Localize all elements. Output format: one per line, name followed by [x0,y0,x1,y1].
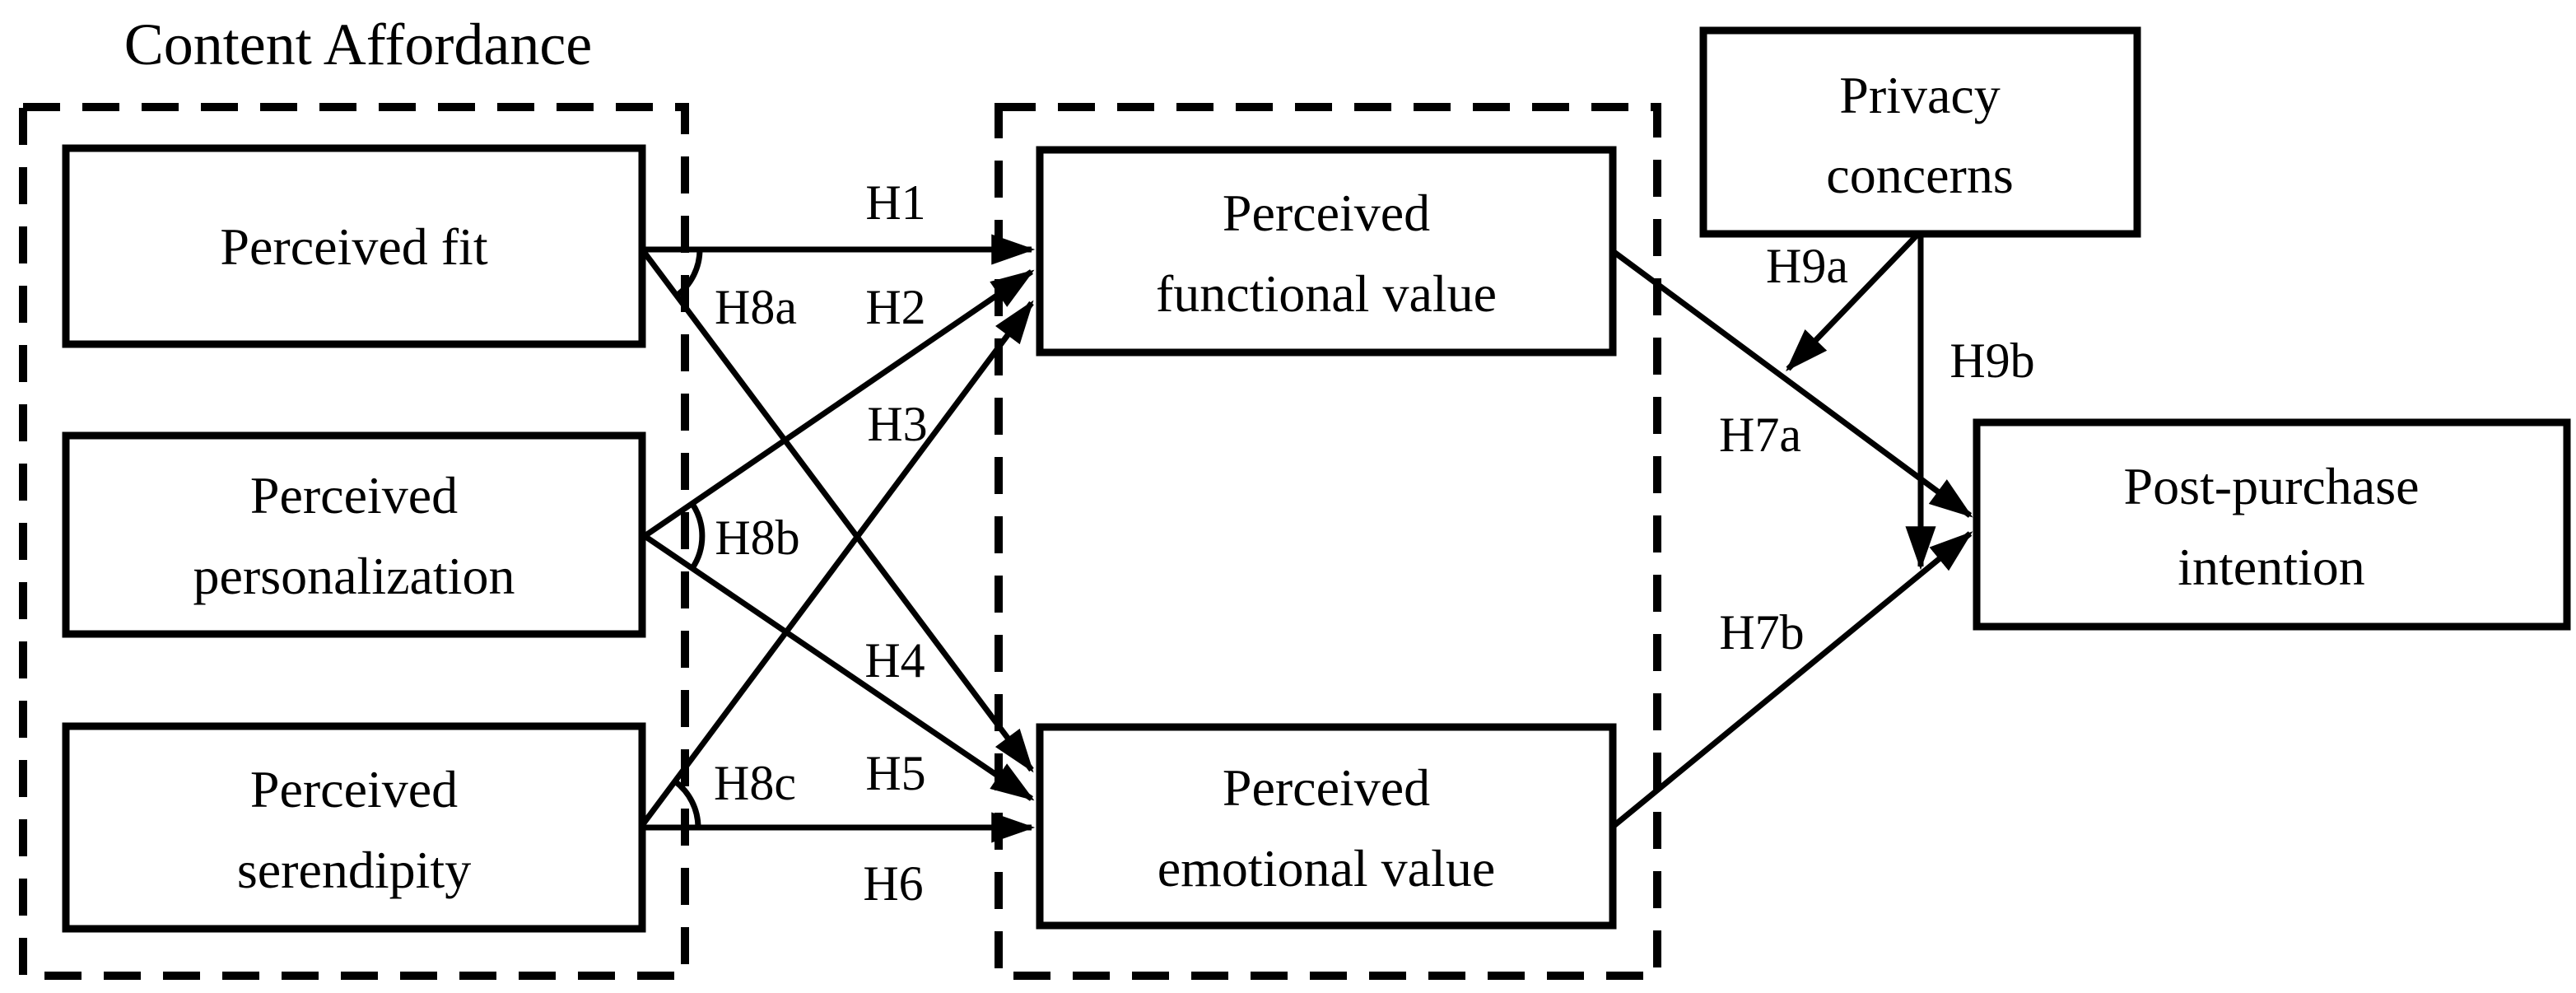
h8a-label: H8a [715,280,797,334]
perceived-functional-value-label-line1: Perceived [1223,184,1430,242]
perceived-personalization-label-line2: personalization [193,547,515,605]
perceived-functional-value-box [1036,146,1617,357]
h8b-label: H8b [715,510,799,565]
h2-arrow [643,269,1035,538]
h5-arrow [643,534,1035,801]
h3-arrow [638,300,1034,830]
h4-arrow [640,247,1034,773]
perceived-value-group-box [995,103,1661,980]
perceived-personalization-box [62,431,646,638]
h7b-arrow [1610,531,1973,829]
privacy-concerns-box [1699,26,2141,238]
h9a-label: H9a [1766,239,1848,293]
h8c-label: H8c [714,756,796,810]
privacy-concerns-label-line1: Privacy [1839,66,2001,124]
h8a-arc [674,249,703,298]
h9a-arrow [1786,231,1921,372]
perceived-emotional-value-label-line2: emotional value [1158,839,1496,897]
content-affordance-title: Content Affordance [124,12,593,77]
perceived-fit-label: Perceived fit [220,217,487,276]
perceived-fit-box [62,144,646,348]
perceived-personalization-label-line1: Perceived [250,466,458,524]
content-affordance-group-box [19,103,689,980]
h8c-arc [673,779,701,828]
h4-label: H4 [864,633,925,688]
h9b-label: H9b [1949,333,2034,388]
post-purchase-intention-label-line2: intention [2178,538,2365,596]
post-purchase-intention-label-line1: Post-purchase [2123,457,2419,515]
perceived-functional-value-label-line2: functional value [1156,264,1497,323]
h7a-arrow [1610,249,1973,518]
h6-label: H6 [863,856,923,911]
post-purchase-intention-box [1973,418,2571,631]
perceived-serendipity-label-line1: Perceived [250,760,458,818]
h7b-label: H7b [1719,605,1804,660]
h5-label: H5 [865,746,925,800]
h8b-arc [690,502,706,570]
h3-label: H3 [867,397,927,451]
h1-label: H1 [865,175,925,230]
privacy-concerns-label-line2: concerns [1826,146,2013,204]
perceived-serendipity-box [62,722,646,933]
h7a-label: H7a [1719,408,1801,462]
h2-label: H2 [865,280,925,334]
perceived-emotional-value-box [1036,723,1617,930]
perceived-serendipity-label-line2: serendipity [237,841,471,899]
perceived-emotional-value-label-line1: Perceived [1223,758,1430,817]
